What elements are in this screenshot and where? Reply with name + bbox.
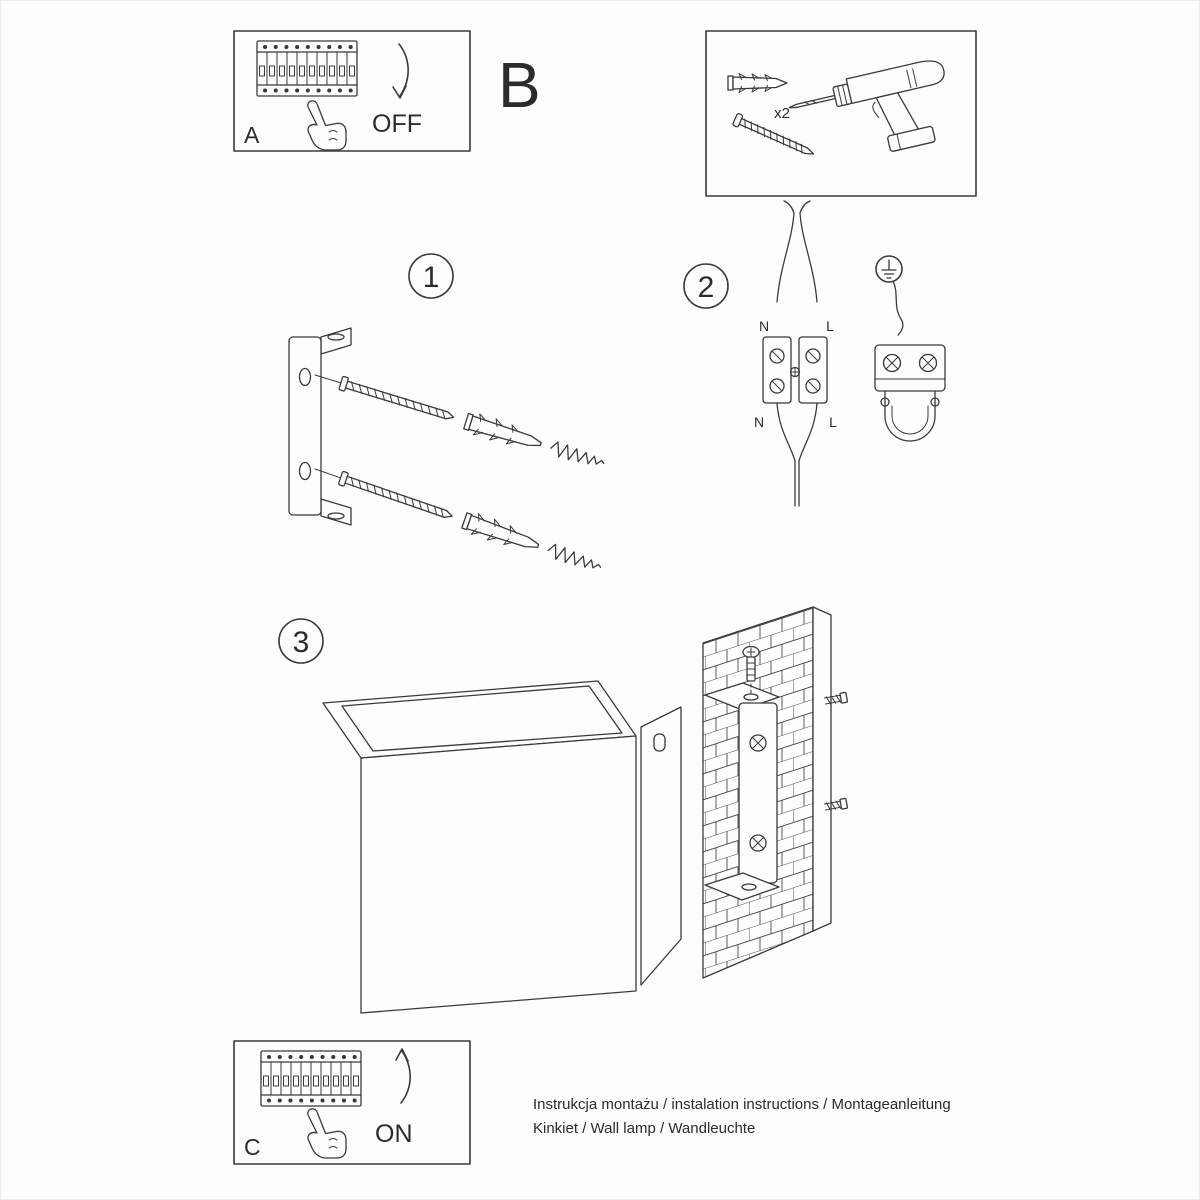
screw-icon — [732, 113, 815, 155]
step-1: 1 — [288, 253, 608, 579]
screw-and-anchor-assembly — [310, 457, 605, 579]
step-1-number: 1 — [423, 261, 440, 294]
footer-line-1: Instrukcja montażu / instalation instruc… — [533, 1096, 951, 1113]
wall-bracket — [704, 682, 780, 901]
drill-icon — [788, 60, 945, 152]
cube-lamp — [322, 680, 637, 1014]
step-2: 2 N L N L — [683, 200, 946, 507]
circuit-breaker-icon — [255, 39, 359, 98]
on-label: ON — [375, 1120, 413, 1148]
step-2-number: 2 — [698, 271, 715, 304]
wall-screw-icon — [823, 691, 849, 705]
quantity-label: x2 — [774, 105, 790, 122]
terminal-block — [762, 336, 828, 404]
locking-screw-icon — [742, 645, 760, 696]
step-3-number: 3 — [293, 626, 310, 659]
lamp-back-plate — [640, 706, 682, 986]
panel-c-label: C — [244, 1134, 261, 1160]
footer-line-2: Kinkiet / Wall lamp / Wandleuchte — [533, 1120, 755, 1137]
wire-label-l-bottom: L — [829, 414, 837, 430]
lamp-wires — [776, 402, 818, 507]
wire-label-n-bottom: N — [754, 414, 764, 430]
ground-symbol-icon — [875, 255, 904, 336]
mounting-bracket — [288, 327, 352, 526]
step-3: 3 — [278, 606, 849, 1014]
wall-screw-icon — [823, 797, 849, 811]
supply-wires — [776, 200, 818, 303]
tools-box: x2 — [705, 30, 977, 197]
wall-plug-icon — [727, 73, 788, 93]
hand-icon — [307, 1108, 347, 1159]
section-b-label: B — [498, 49, 541, 121]
panel-c-box: ON C — [233, 1040, 471, 1165]
circuit-breaker-icon — [259, 1049, 363, 1108]
panel-a-label: A — [244, 122, 260, 148]
off-label: OFF — [372, 110, 422, 138]
panel-a-box: OFF A — [233, 30, 471, 152]
screw-and-anchor-assembly — [311, 363, 608, 475]
wire-label-n-top: N — [759, 318, 769, 334]
ground-connector — [874, 344, 946, 442]
hand-icon — [307, 100, 347, 151]
footer-text: Instrukcja montażu / instalation instruc… — [533, 1096, 951, 1137]
arrow-up-icon — [395, 1048, 411, 1104]
arrow-down-icon — [392, 43, 409, 99]
wire-label-l-top: L — [826, 318, 834, 334]
